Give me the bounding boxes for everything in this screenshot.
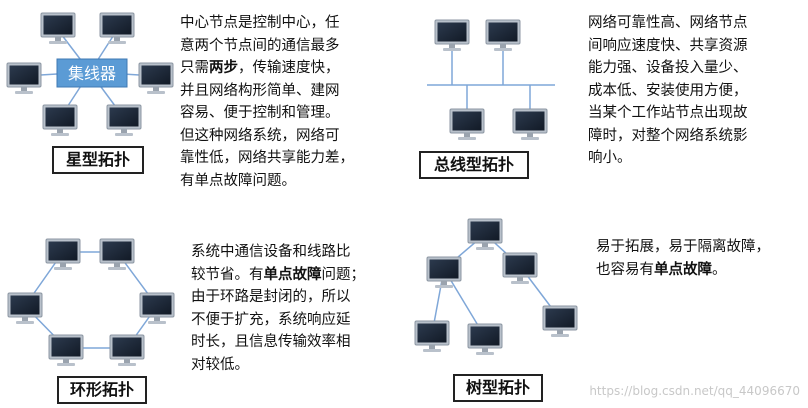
star-title: 星型拓扑 — [52, 146, 144, 174]
star-desc-emphasis: 两步 — [209, 60, 238, 76]
ring-desc-part1: 系统中通信设备和线路比 较节省。有 — [191, 244, 351, 283]
bus-description: 网络可靠性高、网络节点 间响应速度快、共享资源 能力强、设备投入量少、 成本低、… — [588, 15, 748, 166]
ring-computer-icon — [109, 334, 145, 367]
tree-computer-icon — [414, 320, 450, 353]
star-description: 中心节点是控制中心，任 意两个节点间的通信最多 只需两步，传输速度快， 并且网络… — [180, 12, 390, 192]
tree-description: 易于拓展，易于隔离故障， 也容易有单点故障。 — [596, 236, 806, 281]
tree-computer-icon — [542, 305, 578, 338]
star-computer-icon — [99, 12, 135, 45]
bus-computer-icon — [512, 108, 548, 141]
tree-computer-icon — [467, 323, 503, 356]
bus-computer-icon — [485, 19, 521, 52]
bus-computer-icon — [434, 19, 470, 52]
ring-desc-part2: 问题； 由于环路是封闭的，所以 不便于扩充，系统响应延 时长，且信息传输效率相 … — [191, 266, 365, 373]
tree-title: 树型拓扑 — [453, 374, 543, 402]
ring-title: 环形拓扑 — [57, 376, 147, 404]
hub-label: 集线器 — [68, 64, 116, 83]
hub-box — [56, 58, 128, 88]
star-computer-icon — [138, 62, 174, 95]
star-computer-icon — [6, 62, 42, 95]
bus-computer-icon — [449, 108, 485, 141]
tree-desc-part1: 易于拓展，易于隔离故障， 也容易有 — [596, 239, 770, 278]
tree-desc-emphasis: 单点故障 — [654, 261, 712, 278]
tree-computer-icon — [502, 252, 538, 285]
star-computer-icon — [106, 104, 142, 137]
watermark: https://blog.csdn.net/qq_44096670 — [589, 384, 800, 398]
tree-computer-icon — [426, 256, 462, 289]
ring-computer-icon — [139, 292, 175, 325]
ring-computer-icon — [99, 238, 135, 271]
ring-computer-icon — [7, 292, 43, 325]
ring-computer-icon — [48, 334, 84, 367]
star-computer-icon — [40, 12, 76, 45]
star-desc-part2: ，传输速度快， 并且网络构形简单、建网 容易、便于控制和管理。 但这种网络系统，… — [180, 60, 354, 189]
tree-desc-part2: 。 — [712, 261, 727, 278]
star-computer-icon — [42, 104, 78, 137]
star-desc-part1: 中心节点是控制中心，任 意两个节点间的通信最多 只需 — [180, 15, 340, 76]
ring-links — [24, 251, 158, 349]
bus-links — [427, 46, 555, 112]
ring-computer-icon — [45, 238, 81, 271]
ring-desc-emphasis: 单点故障 — [263, 266, 322, 283]
ring-description: 系统中通信设备和线路比 较节省。有单点故障问题； 由于环路是封闭的，所以 不便于… — [191, 241, 403, 376]
bus-title: 总线型拓扑 — [419, 151, 529, 179]
